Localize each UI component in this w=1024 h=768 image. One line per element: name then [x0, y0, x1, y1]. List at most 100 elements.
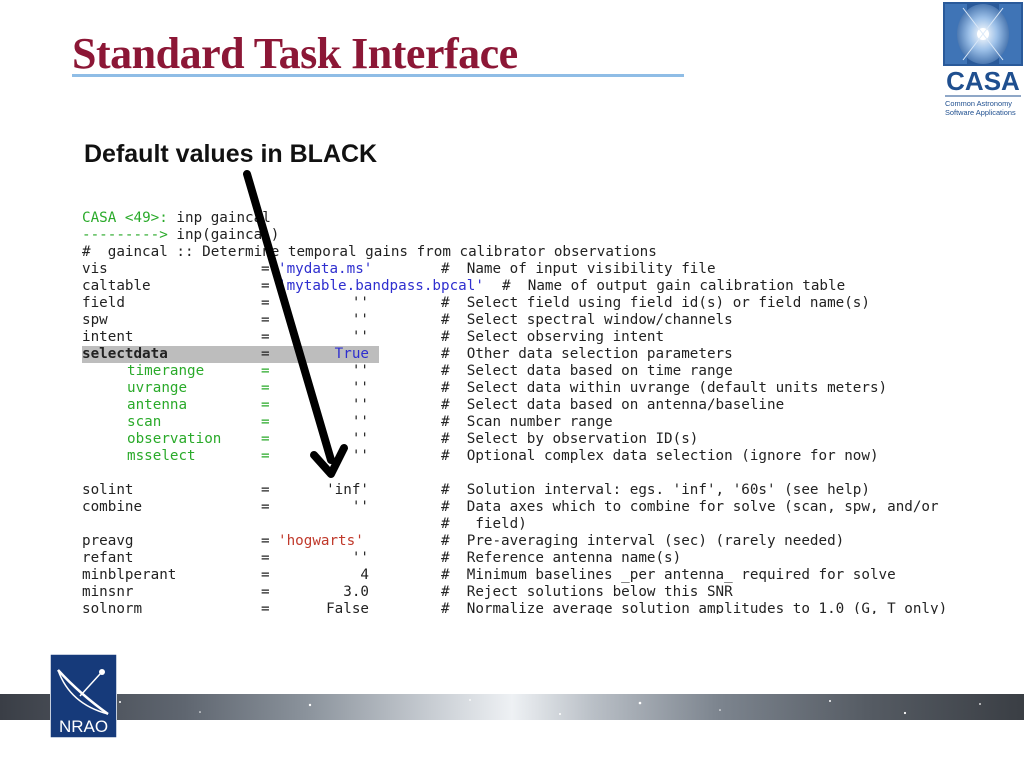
param-name: selectdata	[82, 346, 168, 362]
nrao-logo: NRAO	[50, 654, 117, 738]
param-value: 'inf'	[326, 482, 369, 498]
prompt-number: 49	[133, 210, 151, 226]
param-value: ''	[351, 431, 369, 447]
param-comment: # Scan number range	[441, 414, 613, 430]
param-value: ''	[351, 329, 369, 345]
param-value: ''	[351, 499, 369, 515]
equals-sign: =	[261, 329, 270, 345]
equals-sign: =	[261, 601, 270, 614]
param-name: intent	[82, 329, 134, 345]
equals-sign: =	[261, 448, 270, 464]
param-comment: # Other data selection parameters	[441, 346, 733, 362]
param-name: refant	[82, 550, 134, 566]
param-comment: # Name of output gain calibration table	[502, 278, 846, 294]
parameter-row: observation = '' # Select by observation ID…	[82, 431, 982, 448]
equals-sign: =	[261, 278, 270, 294]
param-name: preavg	[82, 533, 134, 549]
casa-logo: CASA Common Astronomy Software Applicati…	[943, 2, 1023, 117]
prompt-suffix: >:	[150, 210, 168, 226]
equals-sign: =	[261, 431, 270, 447]
prompt-command: inp gaincal	[167, 210, 271, 226]
casa-tagline-1: Common Astronomy	[945, 99, 1012, 108]
parameter-row: refant=''# Reference antenna name(s)	[82, 550, 982, 567]
param-name: combine	[82, 499, 143, 515]
parameter-row: # field)	[82, 516, 982, 533]
footer-banner	[0, 694, 1024, 720]
param-comment: # field)	[441, 516, 527, 532]
param-comment: # Reference antenna name(s)	[441, 550, 682, 566]
banner-starfield	[119, 699, 981, 715]
param-comment: # Select field using field id(s) or fiel…	[441, 295, 870, 311]
prompt-prefix: CASA <	[82, 210, 134, 226]
parameter-row: uvrange=''# Select data within uvrange (…	[82, 380, 982, 397]
console-prompt-line: CASA <49>: inp gaincal	[82, 210, 982, 227]
param-name: uvrange	[127, 380, 188, 396]
parameter-row: vis='mydata.ms'# Name of input visibilit…	[82, 261, 982, 278]
param-name: minblperant	[82, 567, 177, 583]
console-output: CASA <49>: inp gaincal ---------> inp(ga…	[82, 210, 982, 614]
equals-sign: =	[261, 482, 270, 498]
parameter-row	[82, 465, 982, 482]
equals-sign: =	[261, 499, 270, 515]
param-comment: # Select by observation ID(s)	[441, 431, 699, 447]
parameter-row: scan=''# Scan number range	[82, 414, 982, 431]
param-comment: # Data axes which to combine for solve (…	[441, 499, 939, 515]
param-value: True	[334, 346, 369, 362]
parameter-row: preavg='hogwarts'# Pre-averaging interva…	[82, 533, 982, 550]
equals-sign: =	[261, 550, 270, 566]
casa-tagline-2: Software Applications	[945, 108, 1016, 117]
param-name: observation	[127, 431, 222, 447]
param-comment: # Normalize average solution amplitudes …	[441, 601, 948, 614]
parameter-row: selectdata = True # Other data selection pa…	[82, 346, 982, 363]
param-name: solint	[82, 482, 134, 498]
param-value: ''	[351, 448, 369, 464]
param-comment: # Minimum baselines _per antenna_ requir…	[441, 567, 896, 583]
parameter-row: solint = 'inf' # Solution interval: egs. 'i…	[82, 482, 982, 499]
equals-sign: =	[261, 533, 270, 549]
equals-sign: =	[261, 295, 270, 311]
parameter-row: combine = '' # Data axes which to combine f…	[82, 499, 982, 516]
equals-sign: =	[261, 261, 270, 277]
parameter-row: antenna=''# Select data based on antenna…	[82, 397, 982, 414]
casa-wordmark: CASA	[946, 66, 1020, 96]
param-name: field	[82, 295, 125, 311]
param-value: 4	[360, 567, 369, 583]
param-comment: # Select data based on antenna/baseline	[441, 397, 785, 413]
param-name: solnorm	[82, 601, 143, 614]
parameter-row: solnorm = False # Normalize average solutio…	[82, 601, 982, 614]
param-name: timerange	[127, 363, 205, 379]
param-comment: # Optional complex data selection (ignor…	[441, 448, 879, 464]
param-comment: # Solution interval: egs. 'inf', '60s' (…	[441, 482, 870, 498]
param-value: ''	[351, 380, 369, 396]
param-value: 'mytable.bandpass.bpcal'	[278, 278, 484, 294]
console-header-comment: # gaincal :: Determine temporal gains fr…	[82, 244, 657, 260]
equals-sign: =	[261, 363, 270, 379]
param-value: ''	[351, 312, 369, 328]
equals-sign: =	[261, 567, 270, 583]
param-comment: # Select spectral window/channels	[441, 312, 733, 328]
param-name: scan	[127, 414, 162, 430]
param-name: minsnr	[82, 584, 134, 600]
param-comment: # Select data based on time range	[441, 363, 733, 379]
nrao-wordmark: NRAO	[59, 717, 108, 736]
param-value: False	[326, 601, 369, 614]
param-value: ''	[351, 397, 369, 413]
param-value: 'hogwarts'	[278, 533, 364, 549]
title-underline	[72, 74, 684, 77]
equals-sign: =	[261, 397, 270, 413]
parameter-row: minblperant = 4 # Minimum baselines _per an…	[82, 567, 982, 584]
param-name: msselect	[127, 448, 196, 464]
echo-arrow: --------->	[82, 227, 168, 243]
echo-command: inp(gaincal)	[167, 227, 280, 243]
slide-subtitle: Default values in BLACK	[84, 140, 378, 168]
parameter-row: timerange=''# Select data based on time …	[82, 363, 982, 380]
parameter-row: minsnr=3.0# Reject solutions below this …	[82, 584, 982, 601]
parameter-list: vis='mydata.ms'# Name of input visibilit…	[82, 261, 982, 614]
parameter-row: spw=''# Select spectral window/channels	[82, 312, 982, 329]
equals-sign: =	[261, 414, 270, 430]
param-value: 3.0	[343, 584, 369, 600]
equals-sign: =	[261, 346, 270, 362]
param-comment: # Name of input visibility file	[441, 261, 716, 277]
param-name: caltable	[82, 278, 151, 294]
telescope-dish-icon	[57, 669, 109, 716]
